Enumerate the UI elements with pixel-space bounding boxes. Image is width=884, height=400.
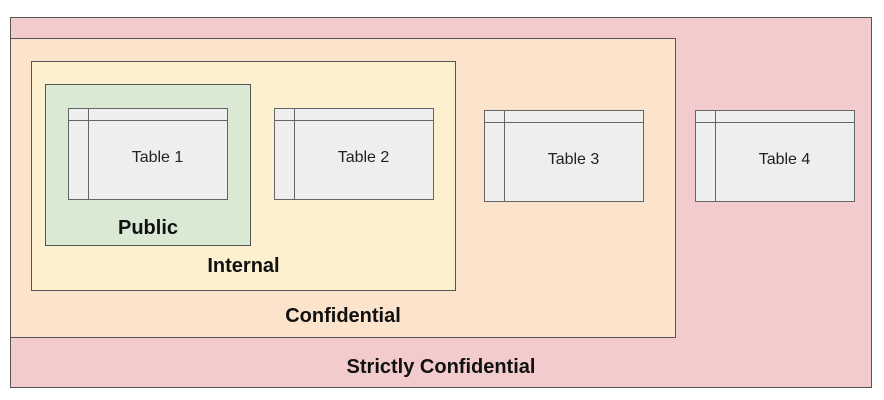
table-label: Table 3 [547, 151, 600, 168]
table-label: Table 1 [131, 149, 184, 166]
table-3: Table 3 [484, 110, 644, 202]
table-column-line [715, 111, 716, 201]
table-column-line [88, 109, 89, 199]
strictly-confidential-label: Strictly Confidential [346, 356, 536, 378]
table-label: Table 2 [337, 149, 390, 166]
table-column-line [294, 109, 295, 199]
internal-label: Internal [207, 255, 280, 277]
table-2: Table 2 [274, 108, 434, 200]
table-4: Table 4 [695, 110, 855, 202]
table-label: Table 4 [758, 151, 811, 168]
public-label: Public [117, 217, 178, 239]
table-column-line [504, 111, 505, 201]
table-header-line [69, 120, 227, 121]
table-header-line [485, 122, 643, 123]
table-header-line [696, 122, 854, 123]
confidential-label: Confidential [285, 305, 401, 327]
table-1: Table 1 [68, 108, 228, 200]
table-header-line [275, 120, 433, 121]
